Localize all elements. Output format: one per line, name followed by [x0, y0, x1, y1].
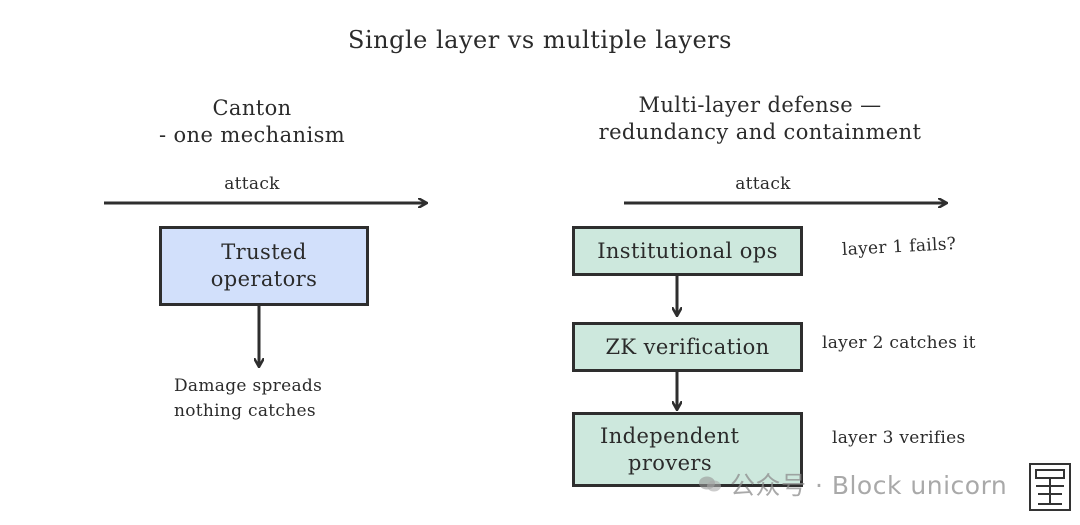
right-heading-line2: redundancy and containment: [598, 120, 922, 144]
left-heading-line1: Canton: [212, 96, 292, 120]
left-outcome-line2: nothing catches: [174, 401, 316, 421]
institutional-ops-box: Institutional ops: [572, 226, 803, 276]
independent-provers-line2: provers: [628, 450, 713, 475]
left-heading-line2: - one mechanism: [158, 123, 346, 147]
unicorn-logo-icon: [1029, 463, 1071, 511]
left-outcome-line1: Damage spreads: [174, 376, 323, 396]
diagram-title: Single layer vs multiple layers: [348, 26, 732, 54]
watermark-text: 公众号 · Block unicorn: [730, 471, 1008, 500]
layer2-note: layer 2 catches it: [822, 333, 976, 353]
left-outcome: Damage spreads nothing catches: [174, 374, 322, 424]
independent-provers-box: Independent provers: [572, 412, 803, 487]
zk-verification-box: ZK verification: [572, 322, 803, 372]
trusted-operators-line2: operators: [210, 267, 318, 291]
wechat-icon: [699, 476, 721, 492]
zk-verification-label: ZK verification: [605, 334, 770, 359]
layer3-note: layer 3 verifies: [832, 428, 966, 448]
institutional-ops-label: Institutional ops: [597, 238, 778, 263]
trusted-operators-box: Trusted operators: [159, 226, 369, 306]
left-attack-label: attack: [224, 174, 280, 194]
right-heading-line1: Multi-layer defense —: [638, 93, 882, 117]
right-attack-label: attack: [735, 174, 791, 194]
left-heading: Canton - one mechanism: [102, 95, 402, 149]
independent-provers-line1: Independent: [600, 423, 740, 448]
right-heading: Multi-layer defense — redundancy and con…: [560, 92, 960, 146]
trusted-operators-line1: Trusted: [221, 240, 307, 264]
